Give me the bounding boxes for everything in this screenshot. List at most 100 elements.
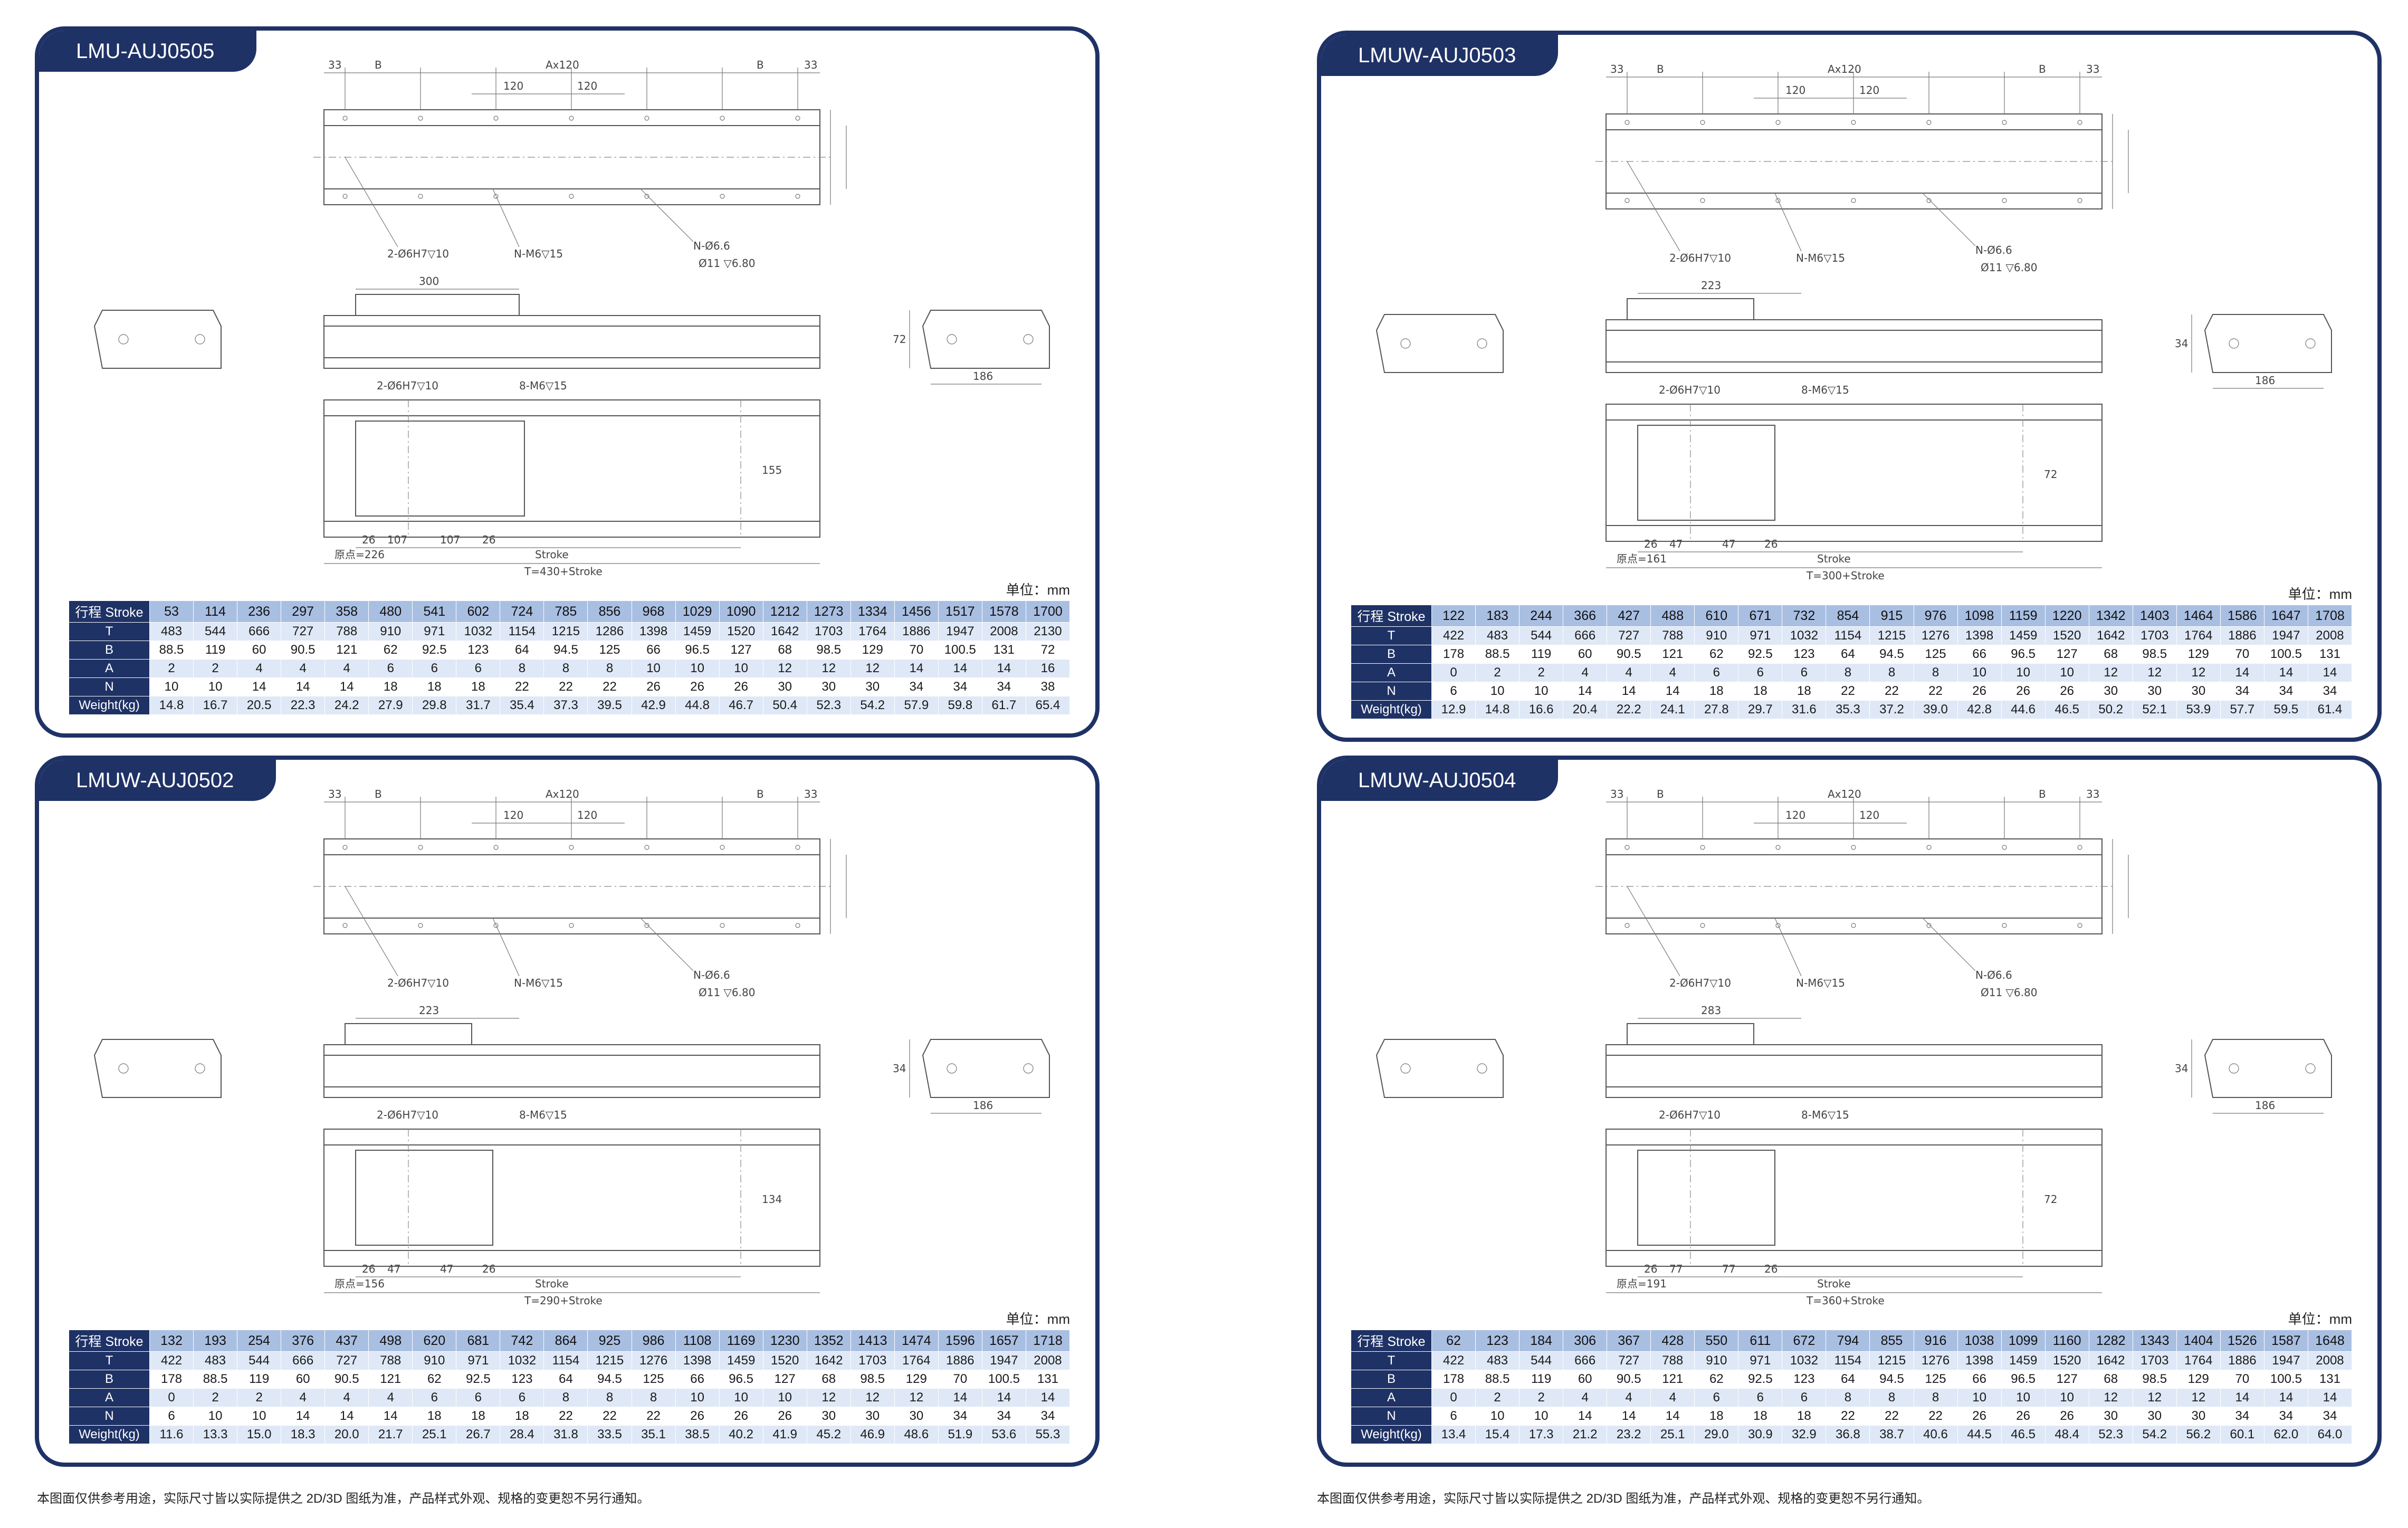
table-cell: 12 [806,1388,851,1407]
table-cell: 127 [2044,645,2089,664]
table-cell: 10 [1957,663,2002,682]
table-cell: 96.5 [719,1370,763,1389]
table-cell: 68 [762,641,807,660]
dim-c3: N-Ø6.6 [693,240,730,252]
table-cell: 66 [1957,1370,2002,1389]
table-cell: 21.7 [368,1425,413,1444]
table-cell: 18 [1694,1407,1739,1426]
table-cell: 2008 [1025,1351,1071,1370]
table-cell: 422 [1431,626,1476,645]
table-cell: 1215 [543,622,588,641]
table-cell: 34 [2307,682,2353,701]
table-cell: 1520 [2044,1351,2089,1370]
dim-a1: 26 [1644,538,1657,550]
stroke-cell: 1090 [719,600,763,623]
table-cell: 4 [281,1388,326,1407]
table-cell: 66 [1957,645,2002,664]
stroke-cell: 1718 [1025,1330,1071,1352]
table-cell: 12.9 [1431,700,1476,719]
table-cell: 14 [1563,682,1608,701]
table-cell: 8 [1826,1388,1870,1407]
table-cell: 129 [2176,645,2221,664]
dim-d7: 33 [804,788,817,800]
dim-s1: 2-Ø6H7▽10 [377,379,438,392]
table-cell: 18 [500,1407,544,1426]
table-cell: 14 [281,677,326,696]
table-cell: 1764 [850,622,895,641]
dim-s1: 2-Ø6H7▽10 [1659,1109,1721,1121]
table-cell: 1215 [1869,1351,1914,1370]
table-cell: 129 [850,641,895,660]
dim-c1: 2-Ø6H7▽10 [387,977,449,989]
stroke-cell: 1708 [2307,605,2353,627]
dim-c1: 2-Ø6H7▽10 [387,247,449,260]
stroke-cell: 488 [1650,605,1695,627]
dim-d7: 33 [804,59,817,71]
stroke-cell: 856 [587,600,632,623]
table-cell: 2008 [2307,1351,2353,1370]
table-cell: 1764 [2176,626,2221,645]
table-cell: 483 [193,1351,238,1370]
dim-d2: B [1657,63,1664,75]
table-cell: 34 [2220,682,2264,701]
table-cell: 18 [412,677,457,696]
stroke-cell: 976 [1913,605,1958,627]
dim-c2: N-M6▽15 [514,977,563,989]
dim-d5: 120 [1859,809,1879,822]
table-cell: 666 [281,1351,326,1370]
stroke-cell: 254 [237,1330,282,1352]
table-cell: 42.8 [1957,700,2002,719]
table-cell: 15.4 [1475,1425,1520,1444]
dim-total: T=360+Stroke [1806,1294,1885,1307]
table-cell: 14 [368,1407,413,1426]
table-cell: 26 [2044,1407,2089,1426]
table-cell: 35.3 [1826,700,1870,719]
bottom-view-frame [1606,1129,2103,1267]
table-cell: 14 [1650,1407,1695,1426]
table-cell: 129 [2176,1370,2221,1389]
table-cell: 18 [1782,682,1827,701]
table-cell: 94.5 [1869,1370,1914,1389]
table-cell: 62 [368,641,413,660]
stroke-cell: 671 [1738,605,1783,627]
table-cell: 46.7 [719,696,763,715]
bottom-view-frame [323,1129,820,1267]
end-view-right [2204,1039,2332,1098]
unit-label: 单位：mm [2288,586,2352,602]
table-cell: 14 [2307,1388,2353,1407]
table-cell: 1703 [2132,626,2177,645]
table-cell: 62 [412,1370,457,1389]
table-cell: 16.7 [193,696,238,715]
stroke-cell: 498 [368,1330,413,1352]
stroke-cell: 855 [1869,1330,1914,1352]
table-cell: 25.1 [1650,1425,1695,1444]
carriage-plate [355,421,525,517]
table-cell: 54.2 [850,696,895,715]
table-cell: 54.2 [2132,1425,2177,1444]
table-cell: 6 [368,659,413,678]
table-cell: 94.5 [587,1370,632,1389]
table-cell: 1886 [2220,626,2264,645]
table-cell: 16.6 [1519,700,1564,719]
table-cell: 14 [2263,1388,2308,1407]
dim-d1: 33 [328,59,341,71]
stroke-cell: 681 [456,1330,501,1352]
table-cell: 24.1 [1650,700,1695,719]
table-cell: 39.0 [1913,700,1958,719]
stroke-cell: 480 [368,600,413,623]
table-cell: 30 [894,1407,939,1426]
table-cell: 22.2 [1607,700,1651,719]
table-cell: 12 [850,659,895,678]
table-cell: 92.5 [1738,1370,1783,1389]
stroke-cell: 122 [1431,605,1476,627]
stroke-cell: 1160 [2044,1330,2089,1352]
table-cell: 27.9 [368,696,413,715]
table-cell: 96.5 [2001,1370,2046,1389]
table-cell: 65.4 [1025,696,1071,715]
table-cell: 6 [1738,663,1783,682]
dim-s1: 2-Ø6H7▽10 [1659,384,1721,396]
table-cell: 46.9 [850,1425,895,1444]
